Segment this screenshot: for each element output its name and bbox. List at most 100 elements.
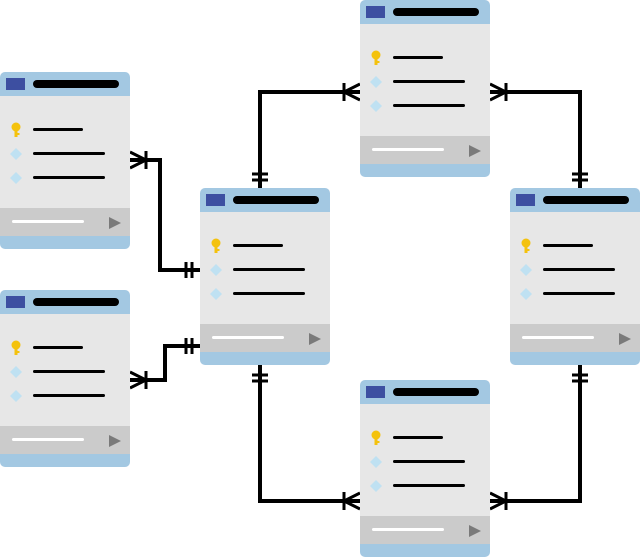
table-field-row [200,238,330,253]
table-field-row [510,262,640,276]
table-footer [510,324,640,352]
table-title-placeholder [543,196,629,204]
table-field-row [360,50,490,65]
table-body [0,96,130,208]
table-card-right [510,188,640,365]
diamond-icon [9,364,23,378]
diamond-icon [209,262,223,276]
field-name-placeholder [233,268,305,271]
table-field-row [360,478,490,492]
diamond-icon [519,286,533,300]
table-body [200,212,330,324]
table-field-row [0,122,130,137]
diamond-icon [369,454,383,468]
table-title-placeholder [393,8,479,16]
table-card-bottom [360,380,490,557]
field-name-placeholder [543,268,615,271]
field-name-placeholder [33,152,105,155]
table-card-top [360,0,490,177]
crowfoot-top-right [489,82,510,102]
field-name-placeholder [233,292,305,295]
table-header [0,72,130,96]
table-bottom-bar [360,164,490,177]
connector-center-top [258,90,362,190]
connector-center-bottom [258,365,362,503]
table-field-row [0,170,130,184]
table-body [510,212,640,324]
table-field-row [360,454,490,468]
footer-text-placeholder [372,148,444,151]
table-header [200,188,330,212]
field-name-placeholder [393,56,443,59]
table-footer [360,136,490,164]
diamond-icon [369,478,383,492]
field-name-placeholder [33,370,105,373]
play-arrow-icon[interactable] [468,143,482,157]
connector-right-top [488,90,582,190]
bars-right-top [572,172,588,182]
connector-left-top-center [128,158,202,272]
table-body [360,24,490,136]
play-arrow-icon[interactable] [108,433,122,447]
play-arrow-icon[interactable] [618,331,632,345]
field-name-placeholder [33,346,83,349]
table-bottom-bar [0,236,130,249]
table-field-row [0,340,130,355]
field-name-placeholder [393,104,465,107]
field-name-placeholder [543,244,593,247]
connector-left-bottom-center [128,344,202,382]
key-icon [519,238,533,253]
table-title-placeholder [393,388,479,396]
play-arrow-icon[interactable] [108,215,122,229]
table-field-row [0,388,130,402]
table-header [360,0,490,24]
diamond-icon [9,170,23,184]
table-footer [360,516,490,544]
key-icon [209,238,223,253]
crowfoot-left-top [129,150,150,170]
table-title-placeholder [33,80,119,88]
crowfoot-top-left [340,82,361,102]
table-card-left-top [0,72,130,249]
table-header [360,380,490,404]
field-name-placeholder [393,436,443,439]
table-field-row [360,74,490,88]
diamond-icon [9,146,23,160]
key-icon [369,50,383,65]
table-field-row [0,146,130,160]
diamond-icon [9,388,23,402]
table-bottom-bar [200,352,330,365]
crowfoot-left-bottom [129,370,150,390]
table-card-left-bottom [0,290,130,467]
play-arrow-icon[interactable] [308,331,322,345]
field-name-placeholder [33,176,105,179]
field-name-placeholder [233,244,283,247]
bars-center-left-bottom [184,338,194,354]
table-title-placeholder [233,196,319,204]
table-field-row [360,430,490,445]
table-bottom-bar [0,454,130,467]
table-header [510,188,640,212]
table-icon [516,194,535,206]
table-field-row [0,364,130,378]
table-bottom-bar [510,352,640,365]
bars-center-left-top [184,262,194,278]
field-name-placeholder [543,292,615,295]
footer-text-placeholder [372,528,444,531]
key-icon [369,430,383,445]
table-header [0,290,130,314]
bars-center-top [252,172,268,182]
table-card-center [200,188,330,365]
play-arrow-icon[interactable] [468,523,482,537]
key-icon [9,340,23,355]
field-name-placeholder [33,128,83,131]
connector-right-bottom [488,365,582,503]
table-field-row [360,98,490,112]
table-title-placeholder [33,298,119,306]
table-icon [6,78,25,90]
table-field-row [200,262,330,276]
bars-center-bottom [252,373,268,383]
footer-text-placeholder [12,438,84,441]
